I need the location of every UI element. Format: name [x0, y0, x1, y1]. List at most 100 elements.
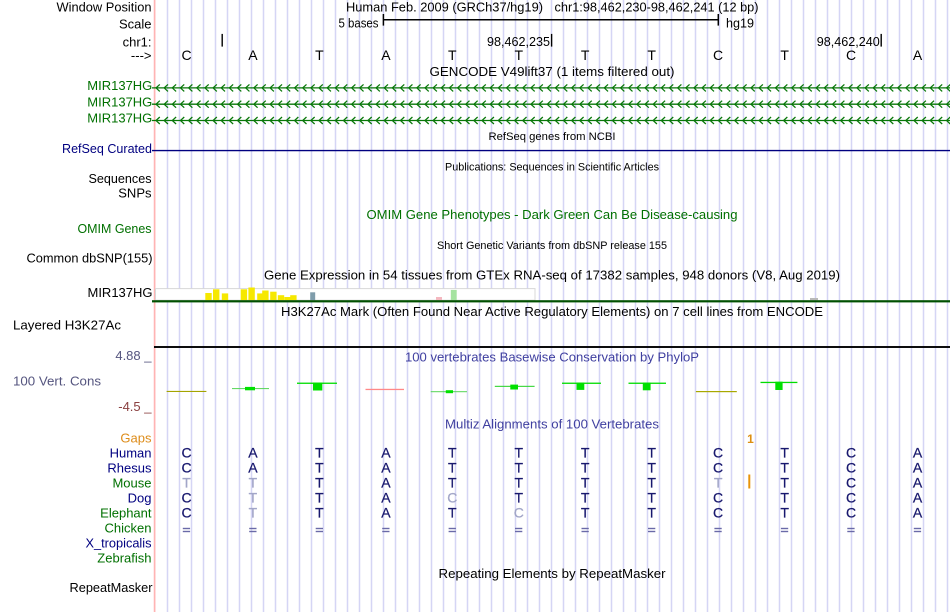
- svg-text:H3K27Ac Mark (Often Found Near: H3K27Ac Mark (Often Found Near Active Re…: [281, 304, 823, 319]
- svg-text:T: T: [647, 505, 656, 521]
- svg-text:RefSeq genes from NCBI: RefSeq genes from NCBI: [489, 131, 616, 143]
- svg-text:T: T: [581, 475, 590, 491]
- svg-text:C: C: [846, 460, 856, 476]
- svg-text:T: T: [448, 475, 457, 491]
- svg-text:T: T: [647, 460, 656, 476]
- svg-text:C: C: [181, 445, 191, 461]
- svg-text:Short Genetic Variants from db: Short Genetic Variants from dbSNP releas…: [437, 240, 667, 252]
- svg-text:T: T: [581, 445, 590, 461]
- svg-text:C: C: [846, 505, 856, 521]
- svg-text:A: A: [381, 47, 391, 63]
- svg-text:T: T: [581, 47, 590, 63]
- svg-text:T: T: [315, 445, 324, 461]
- svg-text:T: T: [515, 490, 524, 506]
- svg-text:C: C: [181, 505, 191, 521]
- svg-text:Rhesus: Rhesus: [107, 461, 152, 476]
- svg-text:T: T: [448, 505, 457, 521]
- svg-text:T: T: [515, 47, 524, 63]
- svg-text:T: T: [315, 475, 324, 491]
- svg-text:T: T: [780, 47, 789, 63]
- svg-text:Scale: Scale: [119, 17, 152, 32]
- svg-text:MIR137HG: MIR137HG: [87, 78, 152, 93]
- svg-text:T: T: [249, 505, 258, 521]
- svg-text:X_tropicalis: X_tropicalis: [86, 535, 152, 550]
- svg-text:98,462,235: 98,462,235: [487, 34, 550, 49]
- svg-text:T: T: [448, 47, 457, 63]
- svg-text:A: A: [248, 460, 258, 476]
- svg-text:T: T: [581, 505, 590, 521]
- svg-text:A: A: [381, 505, 391, 521]
- svg-text:Human Feb. 2009 (GRCh37/hg19): Human Feb. 2009 (GRCh37/hg19): [346, 0, 543, 15]
- svg-text:T: T: [780, 505, 789, 521]
- svg-text:T: T: [647, 445, 656, 461]
- svg-text:T: T: [448, 460, 457, 476]
- svg-text:Zebrafish: Zebrafish: [97, 550, 151, 565]
- svg-text:T: T: [315, 505, 324, 521]
- svg-text:A: A: [913, 490, 923, 506]
- svg-text:Dog: Dog: [128, 491, 152, 506]
- svg-text:C: C: [846, 445, 856, 461]
- svg-text:A: A: [913, 445, 923, 461]
- svg-text:Gaps: Gaps: [120, 430, 152, 445]
- svg-text:C: C: [846, 490, 856, 506]
- svg-text:T: T: [714, 475, 723, 491]
- svg-text:Layered H3K27Ac: Layered H3K27Ac: [13, 318, 122, 333]
- svg-text:T: T: [780, 490, 789, 506]
- svg-text:A: A: [381, 460, 391, 476]
- svg-text:1: 1: [747, 432, 754, 446]
- svg-text:C: C: [514, 505, 524, 521]
- svg-text:98,462,240: 98,462,240: [817, 34, 880, 49]
- svg-text:C: C: [846, 47, 856, 63]
- svg-text:Common dbSNP(155): Common dbSNP(155): [27, 250, 153, 265]
- svg-text:T: T: [780, 445, 789, 461]
- svg-text:C: C: [181, 490, 191, 506]
- svg-text:Repeating Elements by RepeatMa: Repeating Elements by RepeatMasker: [439, 566, 667, 581]
- svg-text:4.88 _: 4.88 _: [115, 348, 152, 363]
- svg-text:OMIM Gene Phenotypes - Dark Gr: OMIM Gene Phenotypes - Dark Green Can Be…: [367, 207, 738, 222]
- svg-text:T: T: [581, 460, 590, 476]
- svg-text:chr1:: chr1:: [123, 35, 152, 50]
- svg-text:RefSeq Curated: RefSeq Curated: [62, 141, 152, 156]
- svg-text:T: T: [315, 47, 324, 63]
- svg-text:Publications: Sequences in Sci: Publications: Sequences in Scientific Ar…: [445, 162, 659, 174]
- svg-text:T: T: [448, 445, 457, 461]
- svg-text:100 Vert. Cons: 100 Vert. Cons: [13, 374, 102, 389]
- svg-text:Human: Human: [110, 446, 152, 461]
- svg-text:C: C: [713, 460, 723, 476]
- svg-text:A: A: [381, 445, 391, 461]
- svg-text:5 bases: 5 bases: [339, 16, 379, 31]
- svg-text:Elephant: Elephant: [100, 506, 152, 521]
- svg-text:C: C: [447, 490, 457, 506]
- svg-text:A: A: [381, 475, 391, 491]
- svg-text:MIR137HG: MIR137HG: [88, 285, 153, 300]
- svg-text:T: T: [182, 475, 191, 491]
- svg-text:chr1:98,462,230-98,462,241 (12: chr1:98,462,230-98,462,241 (12 bp): [555, 0, 759, 15]
- svg-text:T: T: [780, 460, 789, 476]
- svg-text:T: T: [581, 490, 590, 506]
- svg-text:SNPs: SNPs: [118, 185, 152, 200]
- svg-text:Chicken: Chicken: [105, 521, 152, 536]
- svg-text:C: C: [713, 47, 723, 63]
- svg-text:MIR137HG: MIR137HG: [87, 95, 152, 110]
- svg-text:T: T: [249, 475, 258, 491]
- svg-text:C: C: [846, 475, 856, 491]
- svg-text:A: A: [913, 475, 923, 491]
- svg-text:C: C: [181, 47, 191, 63]
- svg-text:T: T: [647, 47, 656, 63]
- svg-text:A: A: [248, 445, 258, 461]
- svg-text:T: T: [515, 445, 524, 461]
- svg-text:100 vertebrates Basewise Conse: 100 vertebrates Basewise Conservation by…: [405, 350, 699, 365]
- svg-text:T: T: [647, 475, 656, 491]
- svg-text:Multiz Alignments of 100 Verte: Multiz Alignments of 100 Vertebrates: [445, 417, 659, 432]
- svg-text:RepeatMasker: RepeatMasker: [70, 580, 154, 595]
- svg-text:C: C: [181, 460, 191, 476]
- svg-text:T: T: [249, 490, 258, 506]
- svg-text:Mouse: Mouse: [112, 476, 151, 491]
- svg-text:T: T: [515, 460, 524, 476]
- svg-text:-4.5 _: -4.5 _: [118, 399, 152, 414]
- svg-text:A: A: [913, 47, 923, 63]
- svg-text:GENCODE V49lift37 (1 items fil: GENCODE V49lift37 (1 items filtered out): [430, 64, 675, 79]
- svg-text:C: C: [713, 505, 723, 521]
- svg-text:C: C: [713, 445, 723, 461]
- svg-text:C: C: [713, 490, 723, 506]
